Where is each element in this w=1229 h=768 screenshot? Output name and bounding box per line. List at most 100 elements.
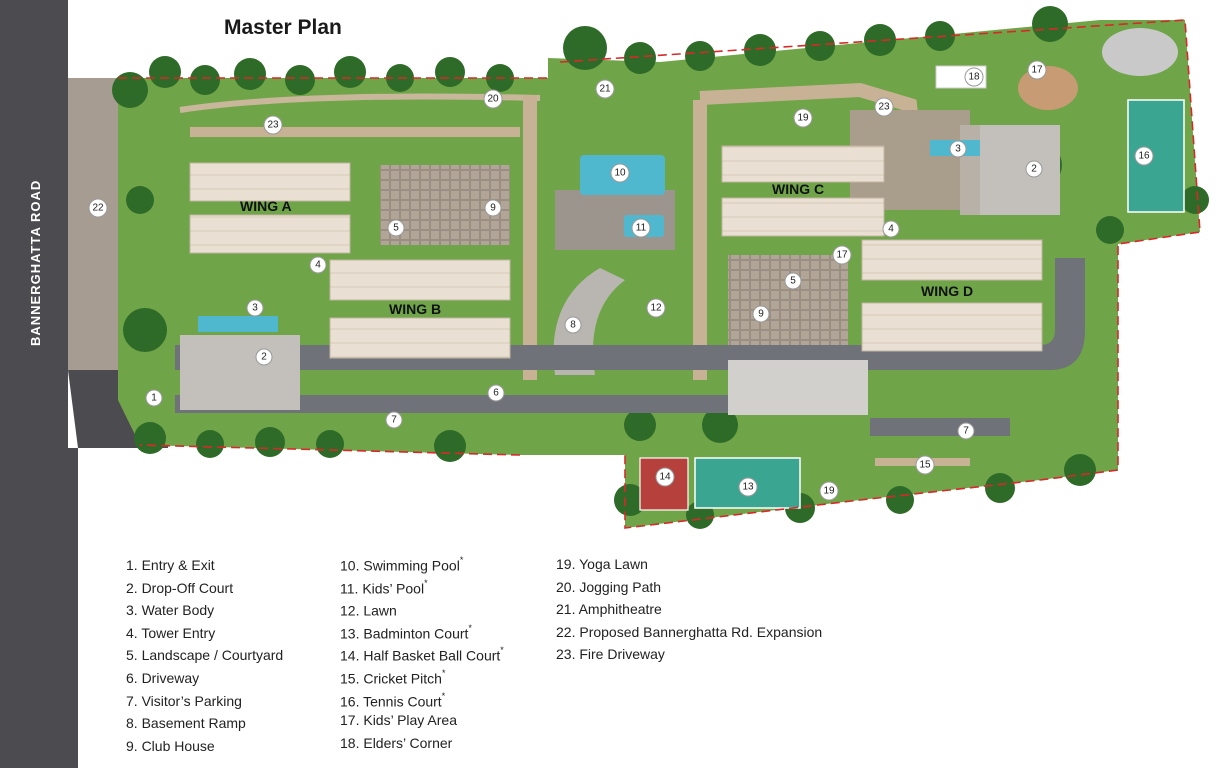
buildings — [189, 145, 1043, 359]
legend-item: 16. Tennis Court* — [340, 690, 446, 710]
site-boundary — [118, 19, 1201, 529]
svg-text:1: 1 — [151, 393, 157, 404]
asterisk-mark: * — [500, 645, 504, 656]
svg-text:5: 5 — [790, 276, 796, 287]
marker-12: 12 — [646, 298, 666, 318]
marker-21: 21 — [595, 79, 615, 99]
parking-strip — [175, 395, 815, 413]
marker-11: 11 — [631, 218, 651, 238]
svg-text:12: 12 — [650, 303, 662, 314]
svg-text:14: 14 — [659, 472, 671, 483]
marker-14: 14 — [655, 467, 675, 487]
legend-column-1: 1. Entry & Exit 2. Drop-Off Court 3. Wat… — [126, 554, 283, 757]
legend-item: 15. Cricket Pitch* — [340, 667, 446, 687]
legend-item: 12. Lawn — [340, 602, 397, 619]
marker-3a: 3 — [246, 299, 264, 317]
svg-text:23: 23 — [267, 120, 279, 131]
marker-6: 6 — [487, 384, 505, 402]
legend-item: 18. Elders’ Corner — [340, 734, 453, 751]
svg-text:7: 7 — [963, 426, 969, 437]
svg-text:9: 9 — [490, 203, 496, 214]
drop-off-court — [180, 335, 300, 410]
legend-item: 20. Jogging Path — [556, 578, 662, 595]
svg-text:22: 22 — [92, 203, 104, 214]
legend-item: 14. Half Basket Ball Court* — [340, 645, 504, 665]
wing-d-label: WING D — [921, 283, 973, 299]
asterisk-mark: * — [441, 667, 446, 678]
svg-text:4: 4 — [888, 224, 894, 235]
svg-text:3: 3 — [252, 303, 258, 314]
drop-off-court-east — [980, 125, 1060, 215]
map-markers: 1 2 2 3 3 4 4 4 5 5 6 7 7 8 9 9 10 11 12… — [88, 60, 1154, 501]
svg-text:18: 18 — [968, 72, 980, 83]
marker-3b: 3 — [949, 140, 967, 158]
marker-13: 13 — [738, 477, 758, 497]
marker-9b: 9 — [752, 305, 770, 323]
legend-item: 3. Water Body — [126, 602, 215, 619]
svg-text:11: 11 — [636, 223, 647, 234]
legend-item: 23. Fire Driveway — [556, 646, 665, 663]
marker-2b: 2 — [1025, 160, 1043, 178]
marker-2a: 2 — [255, 348, 273, 366]
svg-text:19: 19 — [823, 486, 835, 497]
legend-column-3: 19. Yoga Lawn 20. Jogging Path 21. Amphi… — [556, 553, 822, 666]
asterisk-mark: * — [468, 622, 472, 633]
wing-b-label: WING B — [389, 301, 441, 317]
kids-play-area — [1018, 66, 1078, 110]
wing-d-block-2 — [861, 302, 1043, 352]
wing-b-block-2 — [329, 317, 511, 359]
svg-text:10: 10 — [614, 168, 626, 179]
marker-4b: 4 — [882, 220, 900, 238]
marker-5b: 5 — [784, 272, 802, 290]
legend-item: 10. Swimming Pool* — [340, 555, 464, 574]
marker-7b: 7 — [957, 422, 975, 440]
marker-23a: 23 — [263, 115, 283, 135]
wing-a-block-1 — [189, 162, 351, 202]
legend-item: 19. Yoga Lawn — [556, 556, 648, 572]
legend-item: 11. Kids’ Pool* — [340, 577, 428, 597]
svg-text:17: 17 — [836, 250, 848, 261]
svg-text:23: 23 — [878, 102, 890, 113]
svg-text:21: 21 — [599, 84, 611, 95]
badminton-court — [694, 457, 801, 509]
svg-text:2: 2 — [1031, 164, 1037, 175]
legend-item: 1. Entry & Exit — [126, 557, 215, 573]
tree-belts — [112, 6, 1209, 529]
legend-item: 2. Drop-Off Court — [126, 579, 234, 596]
wing-a-label: WING A — [240, 198, 292, 214]
club-house-d — [728, 255, 848, 345]
marker-23b: 23 — [874, 97, 894, 117]
asterisk-mark: * — [459, 555, 464, 565]
svg-text:15: 15 — [919, 460, 931, 471]
legend-item: 5. Landscape / Courtyard — [126, 647, 284, 664]
jogging-path — [179, 93, 541, 113]
marker-22: 22 — [88, 198, 108, 218]
marker-8: 8 — [564, 316, 582, 334]
wing-c-label: WING C — [772, 181, 824, 197]
road-label: BANNERGHATTA ROAD — [28, 180, 43, 346]
wing-d-block-1 — [861, 239, 1043, 281]
elders-corner-oval — [1102, 28, 1178, 76]
legend-item: 8. Basement Ramp — [126, 715, 246, 732]
svg-text:7: 7 — [391, 415, 397, 426]
basement-grid — [728, 360, 868, 415]
road-expansion-zone — [68, 78, 128, 370]
wing-b-block-1 — [329, 259, 511, 301]
legend-item: 21. Amphitheatre — [556, 601, 662, 618]
parking-strip-east — [870, 418, 1010, 436]
legend-item: 6. Driveway — [126, 669, 200, 686]
marker-5a: 5 — [387, 219, 405, 237]
water-body-west — [198, 316, 278, 332]
wing-c-block-1 — [721, 145, 885, 183]
marker-18: 18 — [964, 67, 984, 87]
bannerghatta-road — [0, 0, 78, 768]
page-title: Master Plan — [224, 16, 342, 39]
legend-item: 4. Tower Entry — [126, 624, 216, 641]
marker-4a: 4 — [309, 256, 327, 274]
svg-text:13: 13 — [742, 482, 754, 493]
marker-20: 20 — [483, 89, 503, 109]
svg-text:20: 20 — [487, 94, 499, 105]
asterisk-mark: * — [424, 577, 428, 588]
asterisk-mark: * — [441, 690, 446, 701]
